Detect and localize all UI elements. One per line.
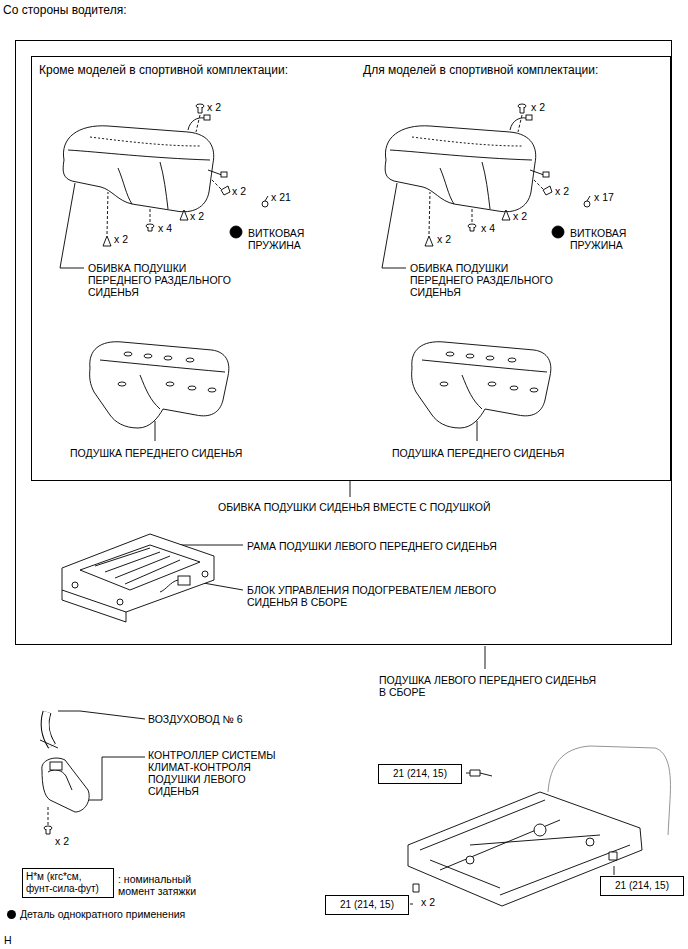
part-name: ПОДУШКА ПЕРЕДНЕГО СИДЕНЬЯ [392, 447, 564, 459]
seat-adjuster-assembly [534, 824, 546, 836]
quantity: x 17 [594, 191, 614, 203]
seat-frame [178, 576, 190, 585]
assembly-name: ОБИВКА ПОДУШКИ СИДЕНЬЯ ВМЕСТЕ С ПОДУШКОЙ [218, 501, 491, 513]
legend-text: : номинальный момент затяжки [118, 873, 223, 897]
climate-controller [42, 758, 89, 812]
variant-heading: Для моделей в спортивной комплектации: [363, 63, 598, 77]
legend-text: Деталь однократного применения [20, 908, 185, 920]
part-name: ПОДУШКА ПЕРЕДНЕГО СИДЕНЬЯ [70, 447, 242, 459]
seat-frame [62, 534, 214, 612]
quantity: x 4 [481, 222, 495, 234]
quantity: x 2 [114, 233, 128, 245]
seat-adjuster-assembly [470, 770, 480, 776]
assembly-name: ПОДУШКА ЛЕВОГО ПЕРЕДНЕГО СИДЕНЬЯ В СБОРЕ [379, 674, 601, 698]
seat-frame [202, 571, 208, 577]
quantity: x 2 [531, 101, 545, 113]
leader-line [614, 866, 615, 875]
cushion-cover-sport [382, 104, 590, 268]
air-duct [40, 740, 58, 748]
seat-frame [160, 580, 178, 592]
torque-value: 21 (214, 15) [607, 880, 677, 892]
part-name: РАМА ПОДУШКИ ЛЕВОГО ПЕРЕДНЕГО СИДЕНЬЯ [247, 540, 497, 552]
quantity: x 2 [55, 835, 69, 847]
part-name: ОБИВКА ПОДУШКИ ПЕРЕДНЕГО РАЗДЕЛЬНОГО СИД… [410, 262, 562, 298]
torque-value: 21 (214, 15) [385, 768, 455, 780]
assembly-frame: ПОДУШКА ЛЕВОГО ПЕРЕДНЕГО СИДЕНЬЯ В СБОРЕ… [15, 40, 672, 645]
seat-pad-standard [90, 342, 229, 441]
torque-unit-sample: Н*м (кгс*см, фунт-сила-фут) [22, 868, 114, 898]
quantity: x 2 [190, 210, 204, 222]
leader-line [485, 646, 486, 669]
cushion-cover-standard [60, 104, 268, 268]
air-duct [45, 712, 52, 746]
seat-pad-sport [412, 342, 551, 441]
leader-line [350, 480, 351, 497]
torque-box: 21 (214, 15) [378, 764, 462, 784]
torque-value: 21 (214, 15) [332, 899, 402, 911]
cushion-cover-standard [60, 104, 268, 268]
climate-controller [42, 758, 89, 834]
quantity: x 2 [555, 185, 569, 197]
part-name: ВОЗДУХОВОД № 6 [148, 713, 243, 725]
part-name: КОНТРОЛЛЕР СИСТЕМЫ КЛИМАТ-КОНТРОЛЯ ПОДУШ… [148, 749, 298, 797]
climate-controller [48, 806, 49, 825]
quantity: x 2 [437, 233, 451, 245]
climate-controller [46, 829, 50, 834]
seat-frame [62, 590, 126, 622]
cushion-cover-sport [382, 104, 590, 268]
climate-controller [48, 770, 72, 790]
variant-heading: Кроме моделей в спортивной комплектации: [39, 63, 288, 77]
air-duct [45, 712, 52, 746]
seat-frame [62, 534, 214, 622]
seat-pad-standard [90, 342, 229, 441]
seat-frame [95, 548, 180, 584]
quantity: x 21 [271, 191, 291, 203]
part-name: ОБИВКА ПОДУШКИ ПЕРЕДНЕГО РАЗДЕЛЬНОГО СИД… [88, 262, 240, 298]
quantity: x 2 [232, 185, 246, 197]
seat-adjuster-assembly [413, 884, 419, 892]
seat-frame [72, 582, 78, 588]
seat-adjuster-assembly [466, 856, 474, 864]
single-use-symbol [7, 910, 16, 919]
quantity: x 2 [207, 101, 221, 113]
quantity: x 4 [158, 222, 172, 234]
quantity: x 2 [421, 896, 435, 908]
seat-pad-sport [412, 342, 551, 441]
climate-controller [50, 762, 62, 770]
quantity: x 2 [513, 210, 527, 222]
part-name: ВИТКОВАЯ ПРУЖИНА [248, 227, 320, 251]
seat-frame [80, 545, 200, 590]
page-title: Со стороны водителя: [3, 3, 126, 17]
seat-adjuster-assembly [480, 773, 492, 776]
leader-line [410, 904, 413, 905]
part-name: БЛОК УПРАВЛЕНИЯ ПОДОГРЕВАТЕЛЕМ ЛЕВОГО СИ… [247, 584, 522, 608]
air-duct [40, 712, 58, 748]
seat-frame [117, 599, 123, 605]
leader-line [58, 711, 145, 719]
figure-code: H [4, 934, 12, 946]
torque-box: 21 (214, 15) [325, 895, 409, 915]
torque-box: 21 (214, 15) [600, 876, 684, 896]
seat-adjuster-assembly [586, 838, 594, 846]
part-name: ВИТКОВАЯ ПРУЖИНА [570, 227, 642, 251]
seat-adjuster-assembly [420, 800, 630, 895]
seat-adjuster-assembly [609, 852, 617, 860]
